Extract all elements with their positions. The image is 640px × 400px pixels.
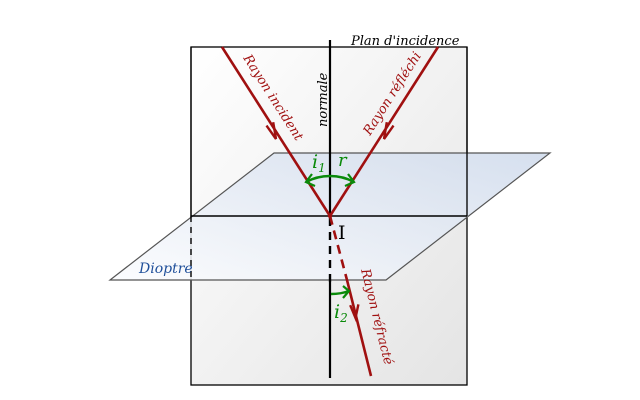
incident-ray bbox=[220, 46, 332, 217]
interface-label: Dioptre bbox=[138, 261, 193, 277]
incidence-point-label: I bbox=[338, 222, 346, 244]
normal-label: normale bbox=[316, 72, 331, 127]
refraction-angle-symbol: i bbox=[334, 301, 340, 323]
reflection-angle-label: r bbox=[338, 150, 348, 171]
plane-of-incidence-label: Plan d'incidence bbox=[350, 34, 460, 49]
refracted-ray-arrow bbox=[349, 304, 360, 323]
refraction-angle-subscript: 2 bbox=[339, 311, 348, 325]
incidence-point bbox=[327, 213, 333, 219]
refraction-angle-label: i2 bbox=[334, 301, 348, 325]
incidence-angle-subscript: 1 bbox=[318, 161, 326, 175]
reflection-angle-arrow bbox=[344, 173, 356, 188]
refraction-angle-arrow bbox=[342, 285, 351, 299]
reflected-ray bbox=[328, 46, 440, 217]
incidence-angle-label: i1 bbox=[312, 151, 326, 175]
reflected-ray-arrow bbox=[382, 122, 395, 140]
refracted-ray-hidden bbox=[328, 215, 349, 281]
refracted-ray bbox=[345, 279, 373, 377]
incidence-angle-arrow bbox=[304, 173, 316, 188]
incidence-angle-symbol: i bbox=[312, 151, 318, 173]
incident-ray-arrow bbox=[265, 122, 278, 140]
